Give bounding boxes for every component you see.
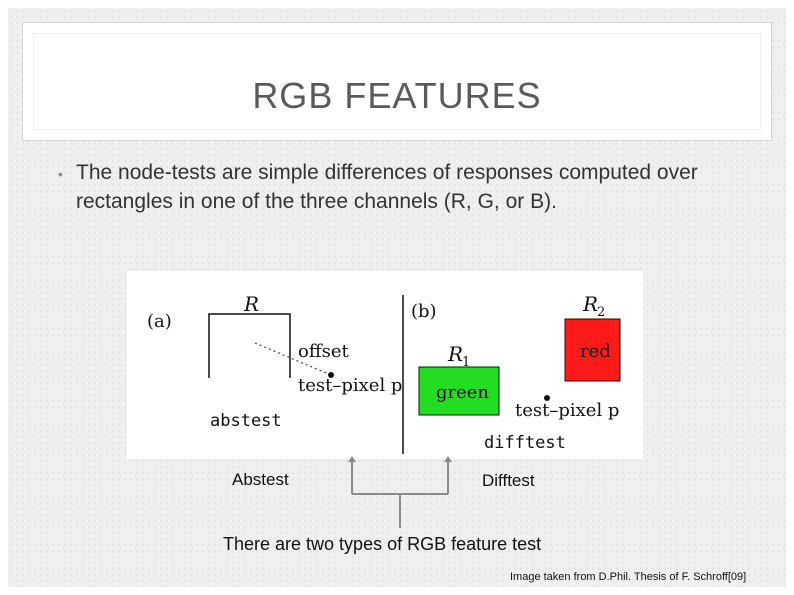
panel-b-red-text: red: [580, 341, 611, 362]
panel-a-rectangle: [208, 313, 291, 378]
feature-figure: (a) R offset test–pixel p abstest (b) R …: [127, 271, 643, 459]
panel-a-pixel-label: test–pixel p: [298, 375, 402, 396]
title-inner-border: [33, 33, 761, 130]
connector-left-arrowhead: [348, 456, 356, 462]
panel-a-name: abstest: [210, 411, 282, 431]
panel-b-test-pixel: [544, 395, 550, 401]
panel-b-r1-sub: 1: [462, 355, 470, 370]
bullet-marker: •: [58, 166, 63, 182]
title-band: RGB FEATURES: [22, 22, 772, 141]
caption-summary: There are two types of RGB feature test: [223, 534, 542, 554]
panel-b-label: (b): [411, 301, 437, 322]
panel-a-test-pixel: [328, 372, 334, 378]
caption-difftest: Difftest: [482, 471, 535, 490]
panel-b-green-text: green: [436, 382, 489, 403]
panel-a-offset-label: offset: [298, 341, 350, 362]
panel-b-r2-label: R: [582, 292, 598, 316]
bullet-text: The node-tests are simple differences of…: [76, 161, 698, 213]
caption-abstest: Abstest: [232, 470, 289, 489]
panel-b-pixel-label: test–pixel p: [515, 400, 619, 421]
slide-title: RGB FEATURES: [252, 75, 542, 116]
panel-a-label: (a): [147, 311, 172, 332]
panel-b-r2-sub: 2: [597, 305, 605, 320]
offset-line: [254, 342, 332, 376]
image-credit: Image taken from D.Phil. Thesis of F. Sc…: [510, 571, 747, 583]
connector-right-arrowhead: [444, 456, 452, 462]
red-rectangle: [564, 318, 621, 382]
green-rectangle: [418, 366, 500, 416]
panel-b-r1-label: R: [447, 342, 463, 366]
panel-b-name: difftest: [484, 433, 566, 453]
panel-a-rect-label: R: [243, 292, 259, 316]
feature-figure-svg: (a) R offset test–pixel p abstest (b) R …: [147, 292, 621, 454]
